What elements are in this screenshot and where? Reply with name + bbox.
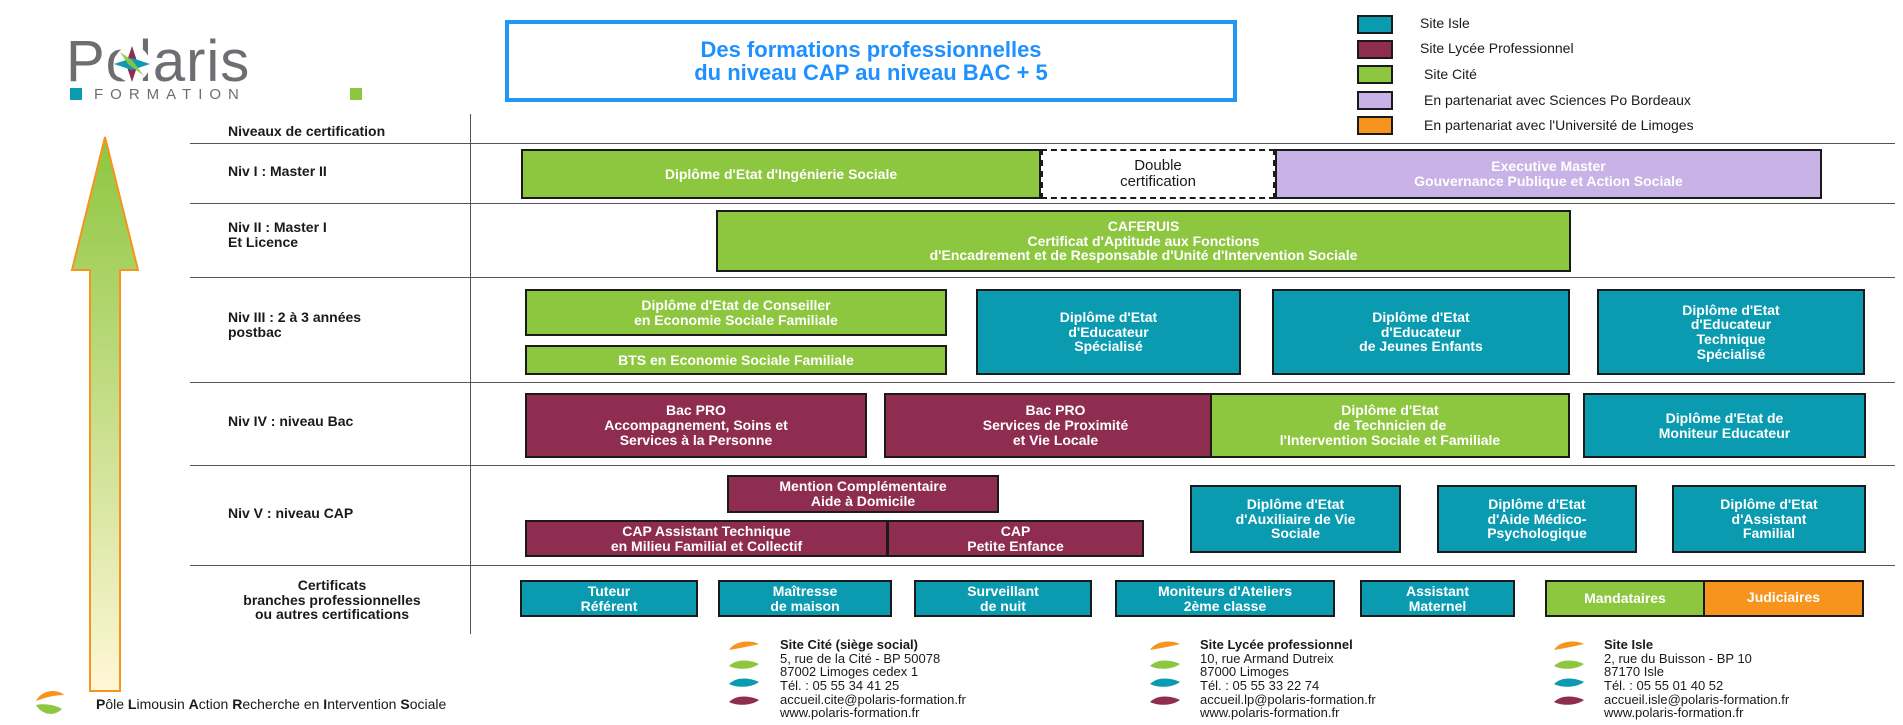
box-mention-complementaire: Mention Complémentaire Aide à Domicile (727, 475, 999, 513)
box-deeje: Diplôme d'Etat d'Educateur de Jeunes Enf… (1272, 289, 1570, 375)
level-niv2: Niv II : Master I Et Licence (228, 220, 463, 249)
email-link-lycee[interactable]: accueil.lp@polaris-formation.fr (1200, 691, 1376, 707)
box-detisf: Diplôme d'Etat de Technicien de l'Interv… (1210, 393, 1570, 458)
footer-site-cite: Site Cité (siège social) 5, rue de la Ci… (780, 637, 966, 721)
box-deamp: Diplôme d'Etat d'Aide Médico- Psychologi… (1437, 485, 1637, 553)
site-cite-logo-icon (729, 641, 759, 705)
legend-swatch-universite (1357, 116, 1393, 135)
level-niv1: Niv I : Master II (228, 164, 463, 179)
legend-swatch-sciencespo (1357, 91, 1393, 110)
up-arrow-icon (70, 136, 140, 692)
legend-label-universite: En partenariat avec l'Université de Limo… (1424, 117, 1694, 133)
logo-subtitle: FORMATION (94, 86, 246, 103)
legend-label-isle: Site Isle (1420, 15, 1470, 31)
levels-header: Niveaux de certification (228, 123, 386, 139)
logo-square-right (350, 88, 362, 100)
level-cert: Certificats branches professionnelles ou… (196, 578, 468, 622)
logo-star-icon (114, 46, 150, 82)
box-assistant-maternel: Assistant Maternel (1360, 580, 1515, 617)
web-link-isle[interactable]: www.polaris-formation.fr (1604, 705, 1744, 721)
row-divider (190, 382, 1895, 383)
box-mandataires: Mandataires (1545, 580, 1705, 617)
box-deme: Diplôme d'Etat de Moniteur Educateur (1583, 393, 1866, 458)
footer-site-lycee: Site Lycée professionnel 10, rue Armand … (1200, 637, 1376, 721)
row-divider (190, 565, 1895, 566)
title-line-2: du niveau CAP au niveau BAC + 5 (694, 60, 1048, 85)
box-cap-atmfc: CAP Assistant Technique en Milieu Famili… (525, 520, 888, 557)
box-executive-master: Executive Master Gouvernance Publique et… (1275, 149, 1822, 199)
box-decesf: Diplôme d'Etat de Conseiller en Economie… (525, 289, 947, 336)
box-bacpro-spvl: Bac PRO Services de Proximité et Vie Loc… (884, 393, 1227, 458)
level-niv1-line1: Niv I : Master II (228, 163, 327, 179)
level-niv4-line1: Niv IV : niveau Bac (228, 413, 354, 429)
legend-swatch-isle (1357, 15, 1393, 34)
level-niv2-line2: Et Licence (228, 233, 299, 250)
web-link-lycee[interactable]: www.polaris-formation.fr (1200, 705, 1340, 721)
logo: Polaris FORMATION (60, 28, 362, 108)
box-caferuis: CAFERUIS Certificat d'Aptitude aux Fonct… (716, 210, 1571, 272)
level-niv3-line1: Niv III : 2 à 3 années (228, 309, 362, 325)
box-judiciaires: Judiciaires (1703, 580, 1864, 617)
footer-tagline: Pôle Limousin Action Recherche en Interv… (96, 696, 447, 712)
legend-label-sciencespo: En partenariat avec Sciences Po Bordeaux (1424, 92, 1691, 108)
box-surveillant-de-nuit: Surveillant de nuit (914, 580, 1092, 617)
title-box: Des formations professionnelles du nivea… (505, 20, 1237, 102)
title-line-1: Des formations professionnelles (700, 36, 1042, 62)
box-dets: Diplôme d'Etat d'Educateur Technique Spé… (1597, 289, 1865, 375)
level-niv5-line1: Niv V : niveau CAP (228, 505, 354, 521)
site-isle-logo-icon (1554, 641, 1584, 705)
box-deaf: Diplôme d'Etat d'Assistant Familial (1672, 485, 1866, 553)
box-dees: Diplôme d'Etat d'Educateur Spécialisé (976, 289, 1241, 375)
row-divider (190, 465, 1895, 466)
level-niv4: Niv IV : niveau Bac (228, 414, 463, 429)
box-cap-petite-enfance: CAP Petite Enfance (887, 520, 1144, 557)
box-moniteurs-ateliers: Moniteurs d'Ateliers 2ème classe (1115, 580, 1335, 617)
vertical-divider (470, 114, 471, 634)
level-niv2-line1: Niv II : Master I (228, 219, 327, 235)
legend-swatch-cite (1357, 65, 1393, 84)
logo-wordmark: Polaris (66, 29, 251, 94)
box-maitresse-de-maison: Maîtresse de maison (718, 580, 892, 617)
box-bts: BTS en Economie Sociale Familiale (525, 345, 947, 375)
email-link-isle[interactable]: accueil.isle@polaris-formation.fr (1604, 691, 1790, 707)
level-cert-line3: ou autres certifications (254, 606, 410, 623)
email-link-cite[interactable]: accueil.cite@polaris-formation.fr (780, 691, 966, 707)
level-cert-line2: branches professionnelles (243, 591, 421, 608)
row-divider (190, 203, 1895, 204)
row-divider (190, 143, 1895, 144)
box-tuteur-referent: Tuteur Référent (520, 580, 698, 617)
box-deavs: Diplôme d'Etat d'Auxiliaire de Vie Socia… (1190, 485, 1401, 553)
site-lycee-logo-icon (1150, 641, 1180, 705)
web-link-cite[interactable]: www.polaris-formation.fr (780, 705, 920, 721)
level-niv3-line2: postbac (228, 323, 282, 340)
row-divider (190, 277, 1895, 278)
legend-swatch-lycee (1357, 40, 1393, 59)
footer-site-isle: Site Isle 2, rue du Buisson - BP 10 8717… (1604, 637, 1790, 721)
legend-label-lycee: Site Lycée Professionnel (1420, 40, 1574, 56)
box-bacpro-assp: Bac PRO Accompagnement, Soins et Service… (525, 393, 867, 458)
box-double-certification: Double certification (1041, 149, 1275, 199)
level-niv3: Niv III : 2 à 3 années postbac (228, 310, 463, 339)
leaf-icon (36, 691, 64, 714)
level-cert-line1: Certificats (297, 577, 367, 593)
legend-label-cite: Site Cité (1424, 66, 1477, 82)
box-deis: Diplôme d'Etat d'Ingénierie Sociale (521, 149, 1041, 199)
logo-square-left (70, 88, 82, 100)
level-niv5: Niv V : niveau CAP (228, 506, 463, 521)
